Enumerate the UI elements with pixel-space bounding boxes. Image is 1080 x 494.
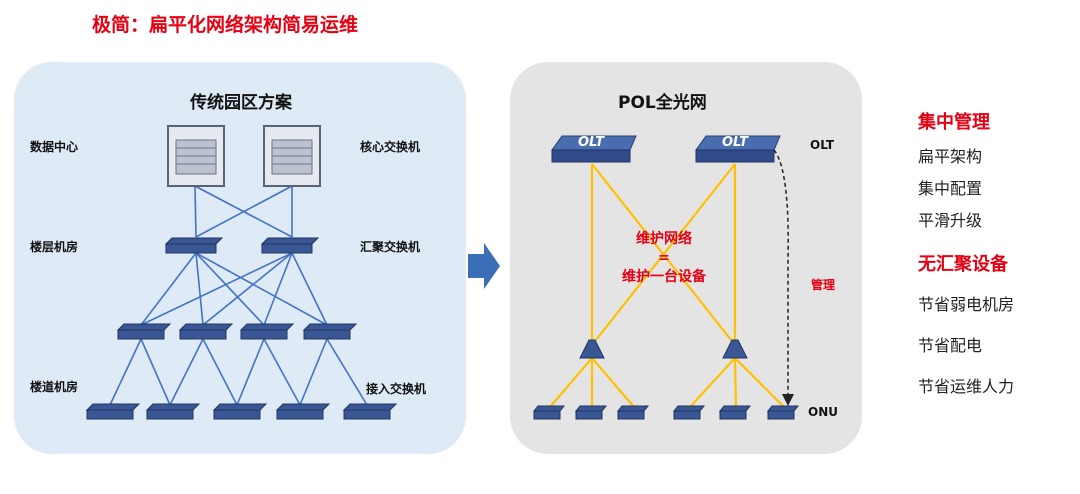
feature-group2-item: 节省配电 <box>918 336 983 355</box>
core-server-2 <box>263 125 321 187</box>
center-note-line2: = <box>658 250 670 266</box>
feature-group1-item: 平滑升级 <box>918 211 983 230</box>
olt-device-2 <box>695 135 781 163</box>
olt-device-1-text: OLT <box>578 135 605 150</box>
feature-group2-item: 节省运维人力 <box>918 377 1015 396</box>
page-title: 极简：扁平化网络架构简易运维 <box>92 14 359 36</box>
aggregation-switches <box>164 237 320 254</box>
traditional-panel-title: 传统园区方案 <box>190 93 292 113</box>
label-olt: OLT <box>810 138 835 152</box>
pol-network-panel <box>510 62 862 454</box>
label-floor-room: 楼层机房 <box>30 240 79 254</box>
transition-arrow <box>468 243 500 289</box>
pol-panel-title: POL全光网 <box>618 93 707 113</box>
label-aggregation-switch: 汇聚交换机 <box>360 240 421 254</box>
onu-devices <box>532 405 800 420</box>
feature-group2-title: 无汇聚设备 <box>918 254 1008 275</box>
feature-group1-item: 扁平架构 <box>918 147 983 166</box>
feature-group1-item: 集中配置 <box>918 179 983 198</box>
management-dashed-arrow <box>773 149 794 406</box>
label-corridor-room: 楼道机房 <box>30 380 79 394</box>
center-note-line3: 维护一台设备 <box>622 269 706 285</box>
pol-links <box>549 163 785 408</box>
traditional-links <box>109 185 368 406</box>
feature-group2-item: 节省弱电机房 <box>918 295 1015 314</box>
label-onu: ONU <box>808 405 838 419</box>
optical-splitters <box>579 339 748 359</box>
corridor-switches <box>85 403 398 420</box>
label-access-switch: 接入交换机 <box>366 382 427 396</box>
center-note: 维护网络 = 维护一台设备 <box>608 230 720 287</box>
label-core-switch: 核心交换机 <box>360 140 421 154</box>
label-data-center: 数据中心 <box>30 140 79 154</box>
feature-group1-title: 集中管理 <box>918 112 990 133</box>
access-switches-row1 <box>116 323 358 340</box>
center-note-line1: 维护网络 <box>636 231 692 247</box>
olt-device-2-text: OLT <box>722 135 749 150</box>
olt-device-1 <box>551 135 637 163</box>
traditional-campus-panel <box>14 62 466 454</box>
core-server-1 <box>167 125 225 187</box>
label-management: 管理 <box>811 278 836 292</box>
